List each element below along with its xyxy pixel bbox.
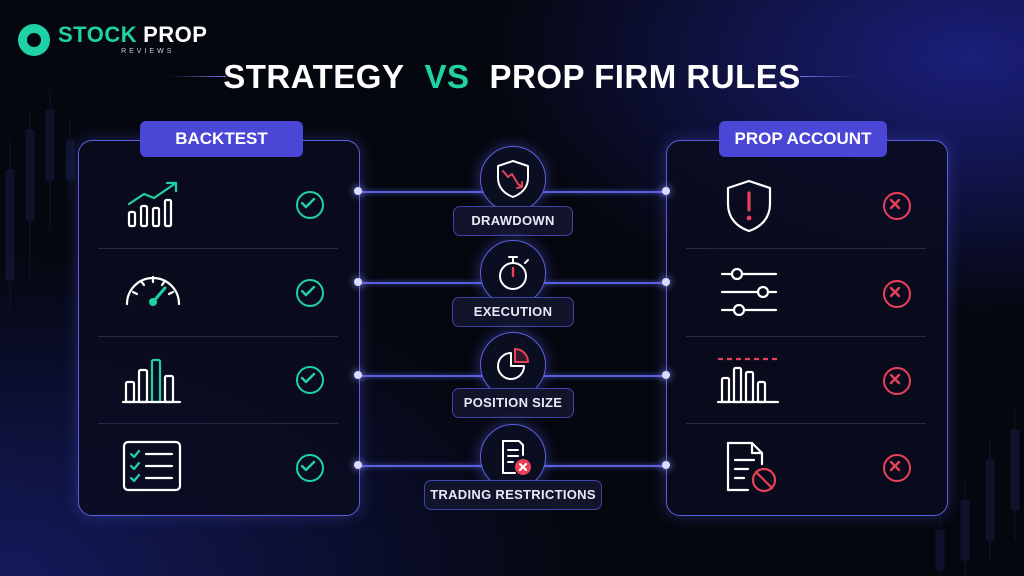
rule-node-position-size: [480, 332, 546, 398]
growth-chart-icon: [127, 181, 178, 228]
title-right: PROP FIRM RULES: [489, 58, 801, 95]
connector-dot-left-2: [354, 278, 362, 286]
rule-label-position-size: POSITION SIZE: [452, 388, 574, 418]
left-divider-3: [98, 423, 338, 424]
x-icon: [883, 454, 911, 482]
check-icon: [296, 191, 324, 219]
page-title: STRATEGY VS PROP FIRM RULES: [0, 58, 1024, 96]
bar-chart-icon: [121, 358, 182, 404]
checklist-icon: [122, 440, 182, 492]
check-icon: [296, 454, 324, 482]
check-icon: [296, 279, 324, 307]
title-deco-right: [800, 76, 858, 77]
capped-bar-chart-icon: [716, 357, 780, 404]
title-left: STRATEGY: [223, 58, 405, 95]
backtest-header: BACKTEST: [140, 121, 303, 157]
x-icon: [883, 367, 911, 395]
rule-label-drawdown: DRAWDOWN: [453, 206, 573, 236]
title-deco-left: [168, 76, 226, 77]
speedometer-icon: [125, 275, 181, 306]
document-x-icon: [502, 440, 531, 475]
background-candles-right: [935, 410, 1020, 576]
stopwatch-icon: [499, 256, 529, 290]
connector-dot-left-1: [354, 187, 362, 195]
document-blocked-icon: [726, 441, 777, 493]
sliders-icon: [720, 267, 778, 317]
right-divider-3: [686, 423, 926, 424]
rule-node-execution: [480, 240, 546, 306]
right-divider-2: [686, 336, 926, 337]
prop-account-header: PROP ACCOUNT: [719, 121, 887, 157]
logo-sub-text: REVIEWS: [121, 48, 175, 55]
left-divider-1: [98, 248, 338, 249]
connector-dot-right-1: [662, 187, 670, 195]
x-icon: [883, 192, 911, 220]
logo-mark-icon: [18, 24, 50, 56]
background-candles-left: [5, 90, 75, 310]
shield-alert-icon: [726, 179, 772, 233]
connector-dot-right-2: [662, 278, 670, 286]
left-divider-2: [98, 336, 338, 337]
connector-dot-right-3: [662, 371, 670, 379]
rule-node-drawdown: [480, 146, 546, 212]
pie-chart-icon: [497, 348, 529, 380]
x-icon: [883, 280, 911, 308]
connector-dot-left-3: [354, 371, 362, 379]
shield-drawdown-icon: [497, 160, 529, 198]
connector-dot-left-4: [354, 461, 362, 469]
right-divider-1: [686, 248, 926, 249]
rule-label-execution: EXECUTION: [452, 297, 574, 327]
title-vs: VS: [424, 58, 470, 95]
rule-label-trading-restrictions: TRADING RESTRICTIONS: [424, 480, 602, 510]
connector-dot-right-4: [662, 461, 670, 469]
logo-stock-text: STOCK: [58, 22, 138, 47]
check-icon: [296, 366, 324, 394]
rule-node-trading-restrictions: [480, 424, 546, 490]
logo-prop-text: PROP: [143, 22, 208, 47]
